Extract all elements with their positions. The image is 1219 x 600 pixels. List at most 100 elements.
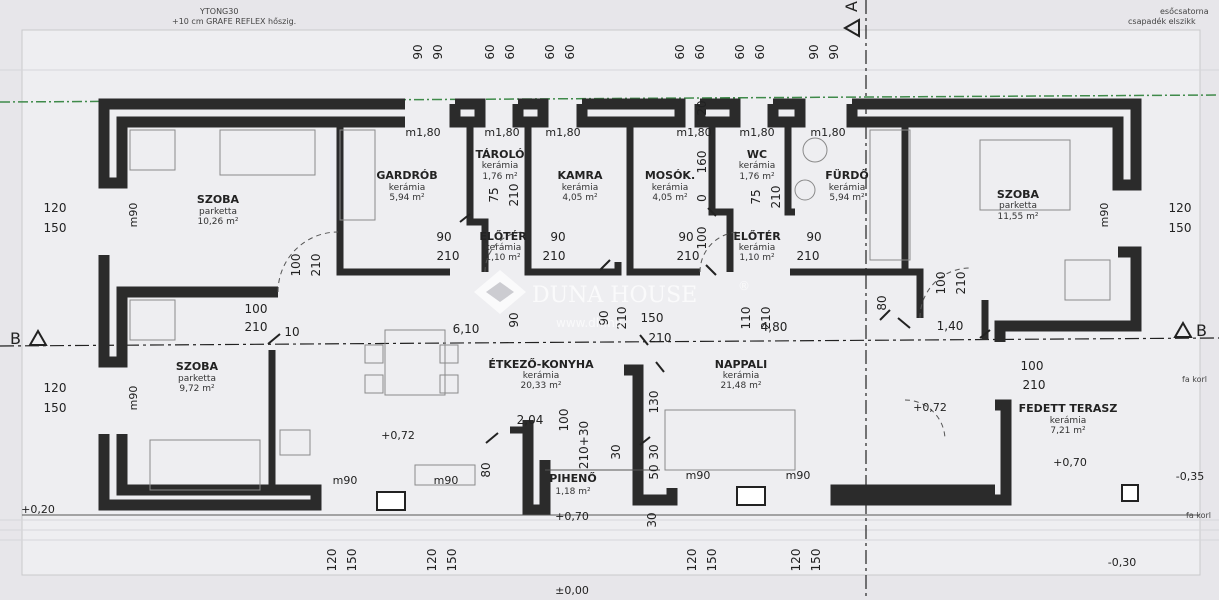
svg-text:®: ® <box>738 279 750 293</box>
svg-text:kerámia: kerámia <box>652 183 688 193</box>
svg-text:4,80: 4,80 <box>761 320 788 334</box>
outer-walls <box>98 98 1142 516</box>
svg-text:m1,80: m1,80 <box>405 126 440 139</box>
svg-text:210: 210 <box>309 254 323 277</box>
svg-text:60: 60 <box>693 44 707 59</box>
svg-text:60: 60 <box>753 44 767 59</box>
svg-text:210: 210 <box>759 307 773 330</box>
duna-house-watermark: DUNA HOUSE ® www.dh.hu <box>474 270 750 330</box>
svg-text:kerámia: kerámia <box>723 371 759 381</box>
svg-text:+0,72: +0,72 <box>913 401 947 414</box>
svg-text:m1,80: m1,80 <box>739 126 774 139</box>
side-dimensions: 120 150 120 150 120 150 <box>44 201 1192 415</box>
svg-text:50: 50 <box>647 464 661 479</box>
svg-text:60: 60 <box>733 44 747 59</box>
svg-text:m90: m90 <box>786 469 811 482</box>
svg-text:SZOBA: SZOBA <box>997 188 1040 201</box>
svg-text:120: 120 <box>44 381 67 395</box>
svg-text:0: 0 <box>695 194 709 202</box>
svg-text:1,10 m²: 1,10 m² <box>485 253 521 263</box>
svg-text:120: 120 <box>44 201 67 215</box>
svg-text:150: 150 <box>705 549 719 572</box>
room-tarolo: TÁROLÓ kerámia 1,76 m² <box>476 148 525 182</box>
svg-text:150: 150 <box>44 221 67 235</box>
svg-text:m1,80: m1,80 <box>810 126 845 139</box>
svg-text:m90: m90 <box>333 474 358 487</box>
svg-text:90: 90 <box>807 44 821 59</box>
room-wc: WC kerámia 1,76 m² <box>739 148 775 182</box>
svg-text:100: 100 <box>289 254 303 277</box>
room-mosok: MOSÓK. kerámia 4,05 m² <box>645 169 695 203</box>
section-marker-a: A <box>842 1 861 38</box>
svg-text:150: 150 <box>641 311 664 325</box>
svg-text:210: 210 <box>1023 378 1046 392</box>
svg-text:210: 210 <box>677 249 700 263</box>
svg-text:30: 30 <box>645 512 659 527</box>
svg-text:60: 60 <box>503 44 517 59</box>
svg-text:90: 90 <box>806 230 821 244</box>
svg-text:m90: m90 <box>1098 203 1111 228</box>
svg-text:SZOBA: SZOBA <box>197 193 240 206</box>
svg-text:DUNA HOUSE: DUNA HOUSE <box>532 283 697 308</box>
room-kamra: KAMRA kerámia 4,05 m² <box>558 169 603 203</box>
svg-text:B: B <box>10 329 21 348</box>
svg-text:10,26 m²: 10,26 m² <box>197 217 238 227</box>
section-marker-b-right: B <box>1173 320 1207 340</box>
svg-text:+0,20: +0,20 <box>21 503 55 516</box>
svg-text:kerámia: kerámia <box>523 371 559 381</box>
svg-text:120: 120 <box>789 549 803 572</box>
svg-text:160: 160 <box>695 151 709 174</box>
svg-text:TÁROLÓ: TÁROLÓ <box>476 148 525 161</box>
svg-text:210: 210 <box>954 272 968 295</box>
svg-text:kerámia: kerámia <box>485 243 521 253</box>
svg-text:WC: WC <box>747 148 767 161</box>
svg-text:60: 60 <box>673 44 687 59</box>
svg-text:120: 120 <box>425 549 439 572</box>
svg-text:MOSÓK.: MOSÓK. <box>645 169 695 182</box>
room-szoba2: SZOBA parketta 11,55 m² <box>997 188 1040 222</box>
svg-text:10: 10 <box>284 325 299 339</box>
svg-text:30: 30 <box>609 444 623 459</box>
svg-text:1,10 m²: 1,10 m² <box>739 253 775 263</box>
svg-text:11,55 m²: 11,55 m² <box>997 212 1038 222</box>
svg-text:210: 210 <box>543 249 566 263</box>
svg-text:90: 90 <box>550 230 565 244</box>
svg-text:m90: m90 <box>434 474 459 487</box>
svg-text:SZOBA: SZOBA <box>176 360 219 373</box>
svg-text:90: 90 <box>597 310 611 325</box>
svg-text:75: 75 <box>749 189 763 204</box>
svg-text:80: 80 <box>479 462 493 477</box>
svg-text:210: 210 <box>615 307 629 330</box>
svg-text:75: 75 <box>487 187 501 202</box>
svg-text:210: 210 <box>797 249 820 263</box>
room-etkezo-konyha: ÉTKEZŐ-KONYHA kerámia 20,33 m² <box>488 357 594 391</box>
top-dimensions: 90 90 60 60 60 60 60 60 60 60 90 90 <box>411 44 841 59</box>
room-eloter2: ELŐTÉR kerámia 1,10 m² <box>733 229 781 263</box>
svg-text:fa korl: fa korl <box>1182 375 1207 384</box>
svg-text:A: A <box>842 1 861 12</box>
svg-text:B: B <box>1196 321 1207 340</box>
svg-text:NAPPALI: NAPPALI <box>715 358 767 371</box>
svg-text:kerámia: kerámia <box>739 243 775 253</box>
svg-text:kerámia: kerámia <box>739 161 775 171</box>
svg-text:60: 60 <box>543 44 557 59</box>
svg-text:ÉTKEZŐ-KONYHA: ÉTKEZŐ-KONYHA <box>488 357 594 371</box>
svg-text:m1,80: m1,80 <box>545 126 580 139</box>
svg-text:120: 120 <box>685 549 699 572</box>
svg-text:150: 150 <box>809 549 823 572</box>
svg-text:150: 150 <box>345 549 359 572</box>
svg-text:6,10: 6,10 <box>453 322 480 336</box>
svg-text:7,21 m²: 7,21 m² <box>1050 426 1086 436</box>
section-marker-b-left: B <box>10 328 48 348</box>
svg-text:kerámia: kerámia <box>1050 416 1086 426</box>
level-marks: +0,72 +0,72 +0,70 +0,70 +0,20 ±0,00 -0,3… <box>21 401 1204 597</box>
svg-text:KAMRA: KAMRA <box>558 169 603 182</box>
svg-text:100: 100 <box>557 409 571 432</box>
svg-text:parketta: parketta <box>178 374 216 384</box>
svg-text:80: 80 <box>875 295 889 310</box>
svg-text:210: 210 <box>507 184 521 207</box>
room-nappali: NAPPALI kerámia 21,48 m² <box>715 358 767 391</box>
svg-text:90: 90 <box>507 312 521 327</box>
svg-text:kerámia: kerámia <box>389 183 425 193</box>
